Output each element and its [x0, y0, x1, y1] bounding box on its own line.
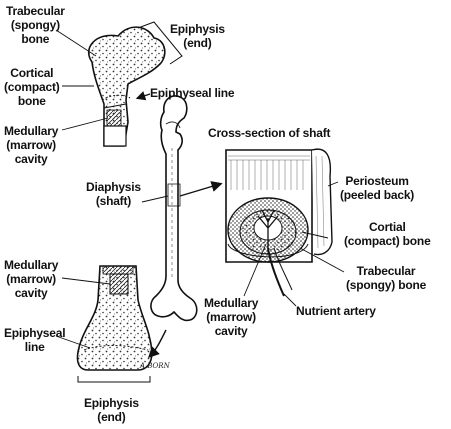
label-line: Trabecular: [6, 4, 65, 18]
label-line: cavity: [214, 324, 248, 338]
label-line: Periosteum: [345, 174, 409, 188]
label-periosteum: Periosteum (peeled back): [340, 174, 414, 202]
label-line: (compact) bone: [344, 234, 431, 248]
label-epiphysis-end-bottom: Epiphysis (end): [84, 396, 139, 424]
label-line: Epiphyseal line: [150, 86, 235, 100]
label-line: Medullary: [4, 258, 59, 272]
label-line: Epiphyseal: [4, 326, 66, 340]
label-cross-section-title: Cross-section of shaft: [208, 126, 330, 140]
label-line: bone: [17, 94, 46, 108]
label-line: cavity: [14, 286, 48, 300]
label-line: Cortial: [368, 220, 406, 234]
connector-arrows: [135, 91, 223, 358]
label-line: (shaft): [95, 194, 132, 208]
label-epiphyseal-line-bottom: Epiphyseal line: [4, 326, 66, 354]
bottom-epiphysis-detail: [76, 265, 153, 383]
label-line: (peeled back): [340, 188, 415, 202]
label-line: (compact): [4, 80, 60, 94]
label-diaphysis-shaft: Diaphysis (shaft): [86, 180, 141, 208]
label-line: Epiphysis: [170, 22, 225, 36]
label-line: Cortical: [10, 66, 54, 80]
label-line: (end): [183, 36, 212, 50]
leader-lines: [55, 29, 345, 349]
label-line: Cross-section of shaft: [208, 126, 331, 140]
label-trabecular-spongy-bone-right: Trabecular (spongy) bone: [346, 264, 426, 292]
shaft-cross-section: [225, 148, 333, 297]
label-epiphyseal-line-top: Epiphyseal line: [150, 86, 235, 100]
label-line: (marrow): [206, 310, 256, 324]
label-line: (end): [97, 410, 126, 424]
label-line: (marrow): [6, 138, 56, 152]
label-line: Medullary: [4, 124, 59, 138]
label-epiphysis-end-top: Epiphysis (end): [170, 22, 225, 50]
label-line: Epiphysis: [84, 396, 139, 410]
label-cortical-compact-bone-top: Cortical (compact) bone: [4, 66, 60, 108]
artist-signature: A.BORN: [140, 362, 170, 370]
label-line: Diaphysis: [86, 180, 141, 194]
label-cortial-compact-bone: Cortial (compact) bone: [344, 220, 431, 248]
label-trabecular-spongy-bone-top: Trabecular (spongy) bone: [6, 4, 65, 46]
label-line: (marrow): [6, 272, 56, 286]
label-line: Nutrient artery: [296, 304, 376, 318]
label-line: bone: [21, 32, 50, 46]
label-line: (spongy) bone: [346, 278, 427, 292]
full-femur: [150, 95, 198, 322]
label-nutrient-artery: Nutrient artery: [296, 304, 376, 318]
label-medullary-cavity-bottom-left: Medullary (marrow) cavity: [4, 258, 58, 300]
label-line: Trabecular: [356, 264, 416, 278]
label-line: Medullary: [204, 296, 259, 310]
top-femur-detail: [87, 21, 183, 147]
label-medullary-cavity-top: Medullary (marrow) cavity: [4, 124, 58, 166]
label-medullary-cavity-center: Medullary (marrow) cavity: [204, 296, 258, 338]
label-line: cavity: [14, 152, 48, 166]
label-line: (spongy): [10, 18, 60, 32]
label-line: line: [24, 340, 45, 354]
